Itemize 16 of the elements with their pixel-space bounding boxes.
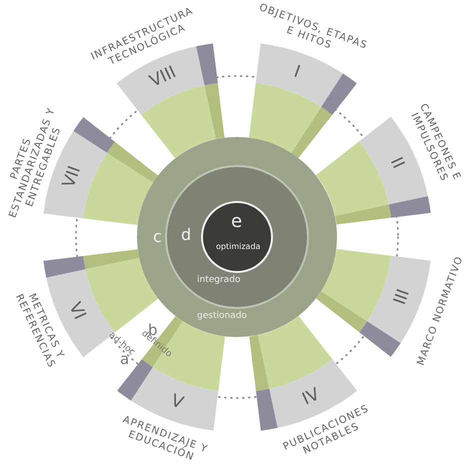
roman-numeral: IV: [300, 382, 324, 410]
roman-numeral: V: [166, 390, 187, 416]
roman-numeral: III: [389, 286, 416, 310]
roman-numeral: VIII: [146, 62, 179, 94]
level-letter: d: [181, 227, 192, 243]
roman-numeral: II: [384, 152, 409, 174]
roman-numeral: VI: [64, 298, 92, 326]
core-circle: [203, 203, 271, 271]
level-letter: e: [231, 213, 242, 231]
level-letter: a: [120, 352, 130, 367]
level-name: integrado: [197, 276, 240, 285]
roman-numeral: VII: [58, 163, 86, 190]
roman-numeral: I: [290, 60, 304, 84]
level-name: gestionado: [197, 312, 247, 321]
level-name: optimizada: [216, 243, 260, 251]
level-letter: c: [153, 229, 162, 245]
